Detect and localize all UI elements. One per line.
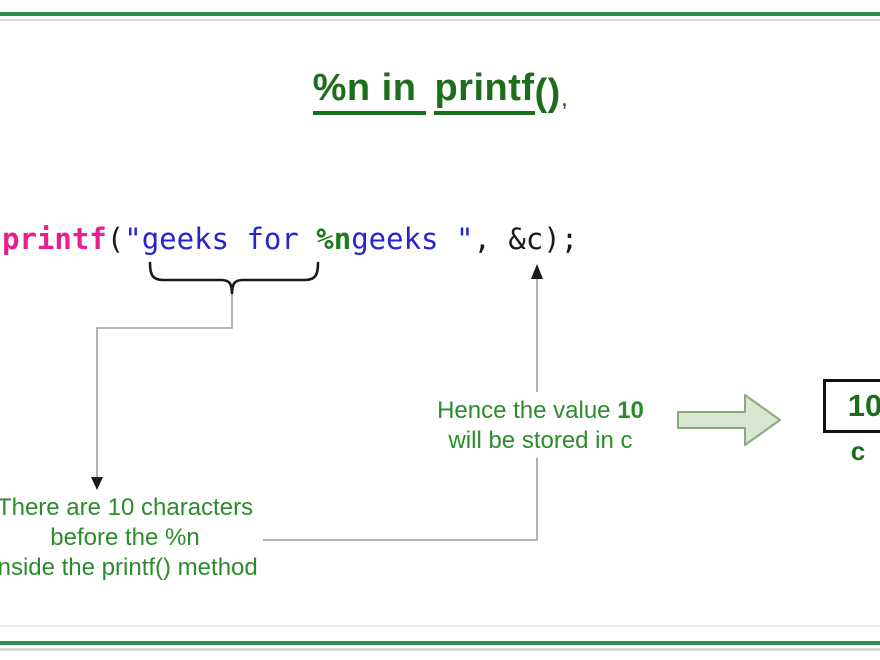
hence-note-line2: will be stored in c bbox=[448, 427, 633, 454]
hence-note-value: 10 bbox=[617, 397, 644, 424]
left-note: There are 10 characters before the %n in… bbox=[0, 493, 290, 583]
down-arrowhead-icon bbox=[91, 477, 103, 490]
hence-note: Hence the value 10 will be stored in c bbox=[398, 396, 683, 456]
hence-note-prefix: Hence the value bbox=[437, 397, 618, 424]
under-brace bbox=[148, 261, 320, 295]
connector-to-left-note bbox=[96, 294, 233, 478]
title-part-underlined: printf bbox=[434, 66, 535, 115]
bottom-border-shadow bbox=[0, 648, 880, 651]
code-token-string-after: geeks " bbox=[351, 222, 474, 256]
code-token-args: , &c); bbox=[473, 222, 579, 256]
title-parens: () bbox=[534, 72, 561, 114]
title-part-underlined: %n in bbox=[312, 66, 427, 115]
result-variable-label: c bbox=[850, 436, 866, 466]
result-value: 10 bbox=[847, 388, 880, 423]
big-right-arrow-icon bbox=[677, 394, 781, 446]
bottom-border-line bbox=[0, 641, 880, 645]
top-border-shadow bbox=[0, 19, 880, 21]
bottom-border-faint bbox=[0, 625, 880, 627]
top-border-line bbox=[0, 12, 880, 16]
left-note-line1: There are 10 characters bbox=[0, 494, 254, 521]
connector-to-amp-c-lower bbox=[263, 458, 538, 541]
result-value-box: 10 bbox=[823, 379, 880, 433]
title-comma: , bbox=[561, 90, 568, 110]
code-line: printf("geeks for %ngeeks ", &c); bbox=[2, 220, 578, 258]
code-token-open-paren: ( bbox=[106, 222, 125, 256]
code-token-string-before: "geeks for bbox=[124, 222, 317, 256]
code-token-percent-n: %n bbox=[316, 222, 352, 256]
left-note-line3: inside the printf() method bbox=[0, 554, 258, 581]
hence-note-line1: Hence the value 10 bbox=[398, 396, 683, 426]
code-token-printf: printf bbox=[2, 222, 107, 256]
up-arrowhead-icon bbox=[531, 264, 543, 279]
page-title: %n in printf () , bbox=[0, 66, 880, 115]
left-note-line2: before the %n bbox=[50, 524, 200, 551]
